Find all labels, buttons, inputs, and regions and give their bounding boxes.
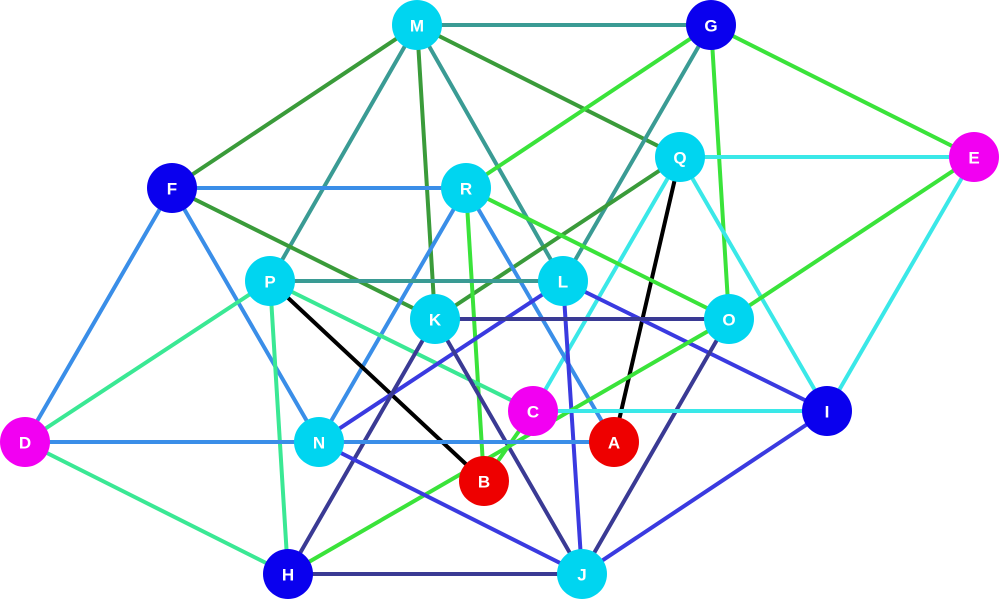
node-circle bbox=[589, 417, 639, 467]
edge-l-j bbox=[561, 279, 584, 576]
edge-r-b bbox=[464, 186, 486, 483]
edge-f-n bbox=[170, 186, 321, 444]
edge-f-d bbox=[23, 186, 174, 444]
node-circle bbox=[392, 0, 442, 50]
edge-r-o bbox=[464, 186, 731, 321]
node-circle bbox=[686, 0, 736, 50]
node-e: E bbox=[949, 132, 999, 182]
edge-m-f bbox=[170, 23, 419, 190]
edge-g-l bbox=[561, 23, 713, 283]
node-circle bbox=[294, 417, 344, 467]
edge-g-o bbox=[709, 23, 731, 321]
edge-p-h bbox=[268, 279, 290, 576]
node-a: A bbox=[589, 417, 639, 467]
node-o: O bbox=[704, 294, 754, 344]
edges-layer bbox=[23, 23, 976, 576]
node-label: D bbox=[19, 434, 31, 453]
node-label: G bbox=[704, 17, 717, 36]
node-l: L bbox=[538, 256, 588, 306]
node-label: P bbox=[264, 273, 275, 292]
node-label: M bbox=[410, 17, 424, 36]
node-q: Q bbox=[655, 132, 705, 182]
node-circle bbox=[508, 386, 558, 436]
node-label: J bbox=[577, 566, 586, 585]
edge-q-i bbox=[678, 155, 829, 413]
node-circle bbox=[557, 549, 607, 599]
node-label: F bbox=[167, 180, 177, 199]
edge-q-k bbox=[433, 155, 682, 321]
node-p: P bbox=[245, 256, 295, 306]
node-circle bbox=[263, 549, 313, 599]
node-g: G bbox=[686, 0, 736, 50]
edge-q-a bbox=[612, 155, 682, 444]
edge-e-o bbox=[727, 155, 976, 321]
node-f: F bbox=[147, 163, 197, 213]
edge-e-i bbox=[825, 155, 976, 413]
node-label: I bbox=[825, 403, 830, 422]
edge-k-h bbox=[286, 317, 437, 576]
node-circle bbox=[459, 456, 509, 506]
node-h: H bbox=[263, 549, 313, 599]
node-circle bbox=[655, 132, 705, 182]
node-d: D bbox=[0, 417, 50, 467]
edge-m-l bbox=[415, 23, 565, 283]
edge-m-k bbox=[415, 23, 437, 321]
node-circle bbox=[0, 417, 50, 467]
node-circle bbox=[538, 256, 588, 306]
edge-d-h bbox=[23, 440, 290, 576]
edge-i-j bbox=[580, 409, 829, 576]
node-circle bbox=[802, 386, 852, 436]
node-label: Q bbox=[673, 149, 686, 168]
node-label: N bbox=[313, 434, 325, 453]
edge-p-c bbox=[268, 279, 535, 413]
node-label: B bbox=[478, 473, 490, 492]
edge-l-i bbox=[561, 279, 829, 413]
node-i: I bbox=[802, 386, 852, 436]
node-circle bbox=[245, 256, 295, 306]
edge-o-j bbox=[580, 317, 731, 576]
edge-r-n bbox=[317, 186, 468, 444]
node-label: A bbox=[608, 434, 620, 453]
node-circle bbox=[704, 294, 754, 344]
edge-q-c bbox=[531, 155, 682, 413]
edge-n-j bbox=[317, 440, 584, 576]
edge-l-n bbox=[317, 279, 565, 444]
node-label: K bbox=[429, 311, 442, 330]
node-label: R bbox=[460, 180, 472, 199]
node-m: M bbox=[392, 0, 442, 50]
edge-m-q bbox=[415, 23, 682, 159]
edge-p-b bbox=[268, 279, 486, 483]
edge-f-k bbox=[170, 186, 437, 321]
node-circle bbox=[410, 294, 460, 344]
node-c: C bbox=[508, 386, 558, 436]
edge-p-d bbox=[23, 279, 272, 444]
node-label: L bbox=[558, 273, 568, 292]
node-circle bbox=[949, 132, 999, 182]
node-j: J bbox=[557, 549, 607, 599]
edge-g-r bbox=[464, 23, 713, 190]
node-circle bbox=[441, 163, 491, 213]
node-label: H bbox=[282, 566, 294, 585]
edge-m-p bbox=[268, 23, 419, 283]
edge-g-e bbox=[709, 23, 976, 159]
node-r: R bbox=[441, 163, 491, 213]
node-circle bbox=[147, 163, 197, 213]
node-k: K bbox=[410, 294, 460, 344]
node-label: O bbox=[722, 311, 735, 330]
node-label: C bbox=[527, 403, 539, 422]
node-n: N bbox=[294, 417, 344, 467]
node-b: B bbox=[459, 456, 509, 506]
node-label: E bbox=[968, 149, 979, 168]
